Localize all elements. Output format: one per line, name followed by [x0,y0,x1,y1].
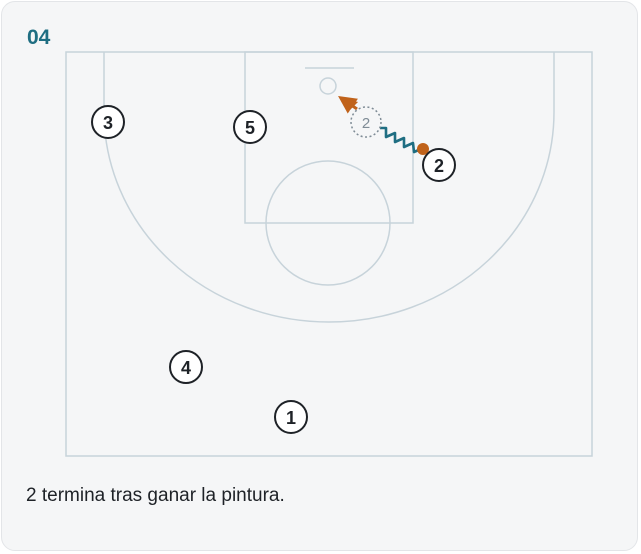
shot-arrowhead [341,97,358,110]
player-5: 5 [233,110,267,144]
dribble-path [380,126,422,154]
player-2-ghost-label: 2 [362,115,370,132]
player-2-label: 2 [434,156,444,176]
player-2: 2 [422,148,456,182]
player-1-label: 1 [286,408,296,428]
ball [417,143,429,155]
free-throw-circle [265,160,391,286]
player-3-label: 3 [103,113,113,133]
play-caption: 2 termina tras ganar la pintura. [26,485,285,506]
player-4-label: 4 [181,358,191,378]
player-2-ghost: 2 [350,106,382,138]
court-lines [65,51,593,457]
play-number: 04 [27,26,51,49]
court-boundary [65,51,593,457]
three-point-arc [103,52,555,323]
player-4: 4 [169,350,203,384]
player-1: 1 [274,400,308,434]
player-3: 3 [91,105,125,139]
player-5-label: 5 [245,118,255,138]
hoop [319,77,337,95]
